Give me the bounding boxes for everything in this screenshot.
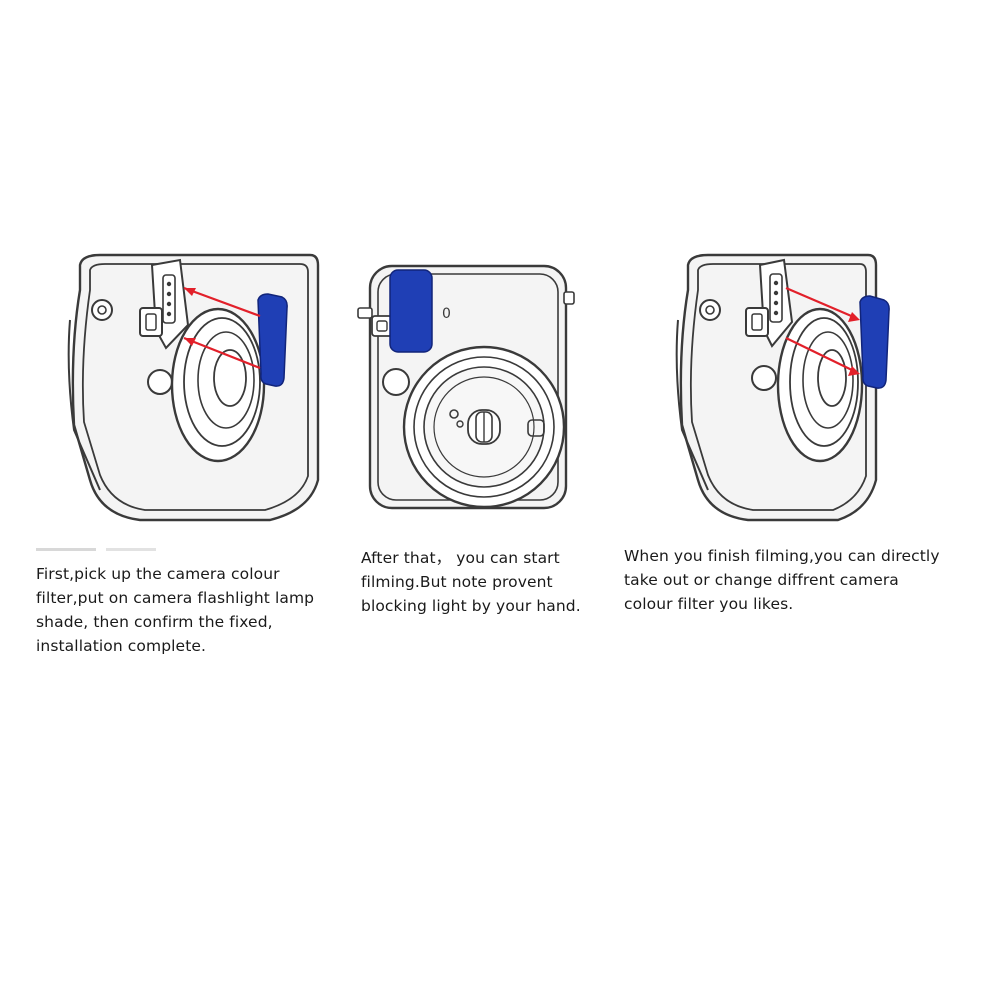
step-1-caption: First,pick up the camera colour filter,p… [36,562,314,658]
camera-front-with-filter-icon: 0 [352,262,582,517]
caption-line: After that， you can start [361,549,560,567]
scan-artifact [36,546,166,554]
camera-side-filter-removed-icon [668,250,908,535]
caption-line: blocking light by your hand. [361,597,581,615]
caption-line: When you finish filming,you can directly [624,547,940,565]
caption-line: take out or change diffrent camera [624,571,899,589]
svg-text:0: 0 [442,306,451,322]
camera-side-with-filter-icon [60,250,320,535]
caption-line: filming.But note provent [361,573,553,591]
caption-line: shade, then confirm the fixed, [36,613,273,631]
caption-line: installation complete. [36,637,207,655]
step-3-caption: When you finish filming,you can directly… [624,544,940,616]
caption-line: colour filter you likes. [624,595,794,613]
caption-line: First,pick up the camera colour [36,565,280,583]
caption-line: filter,put on camera flashlight lamp [36,589,315,607]
step-2-caption: After that， you can start filming.But no… [361,546,581,618]
